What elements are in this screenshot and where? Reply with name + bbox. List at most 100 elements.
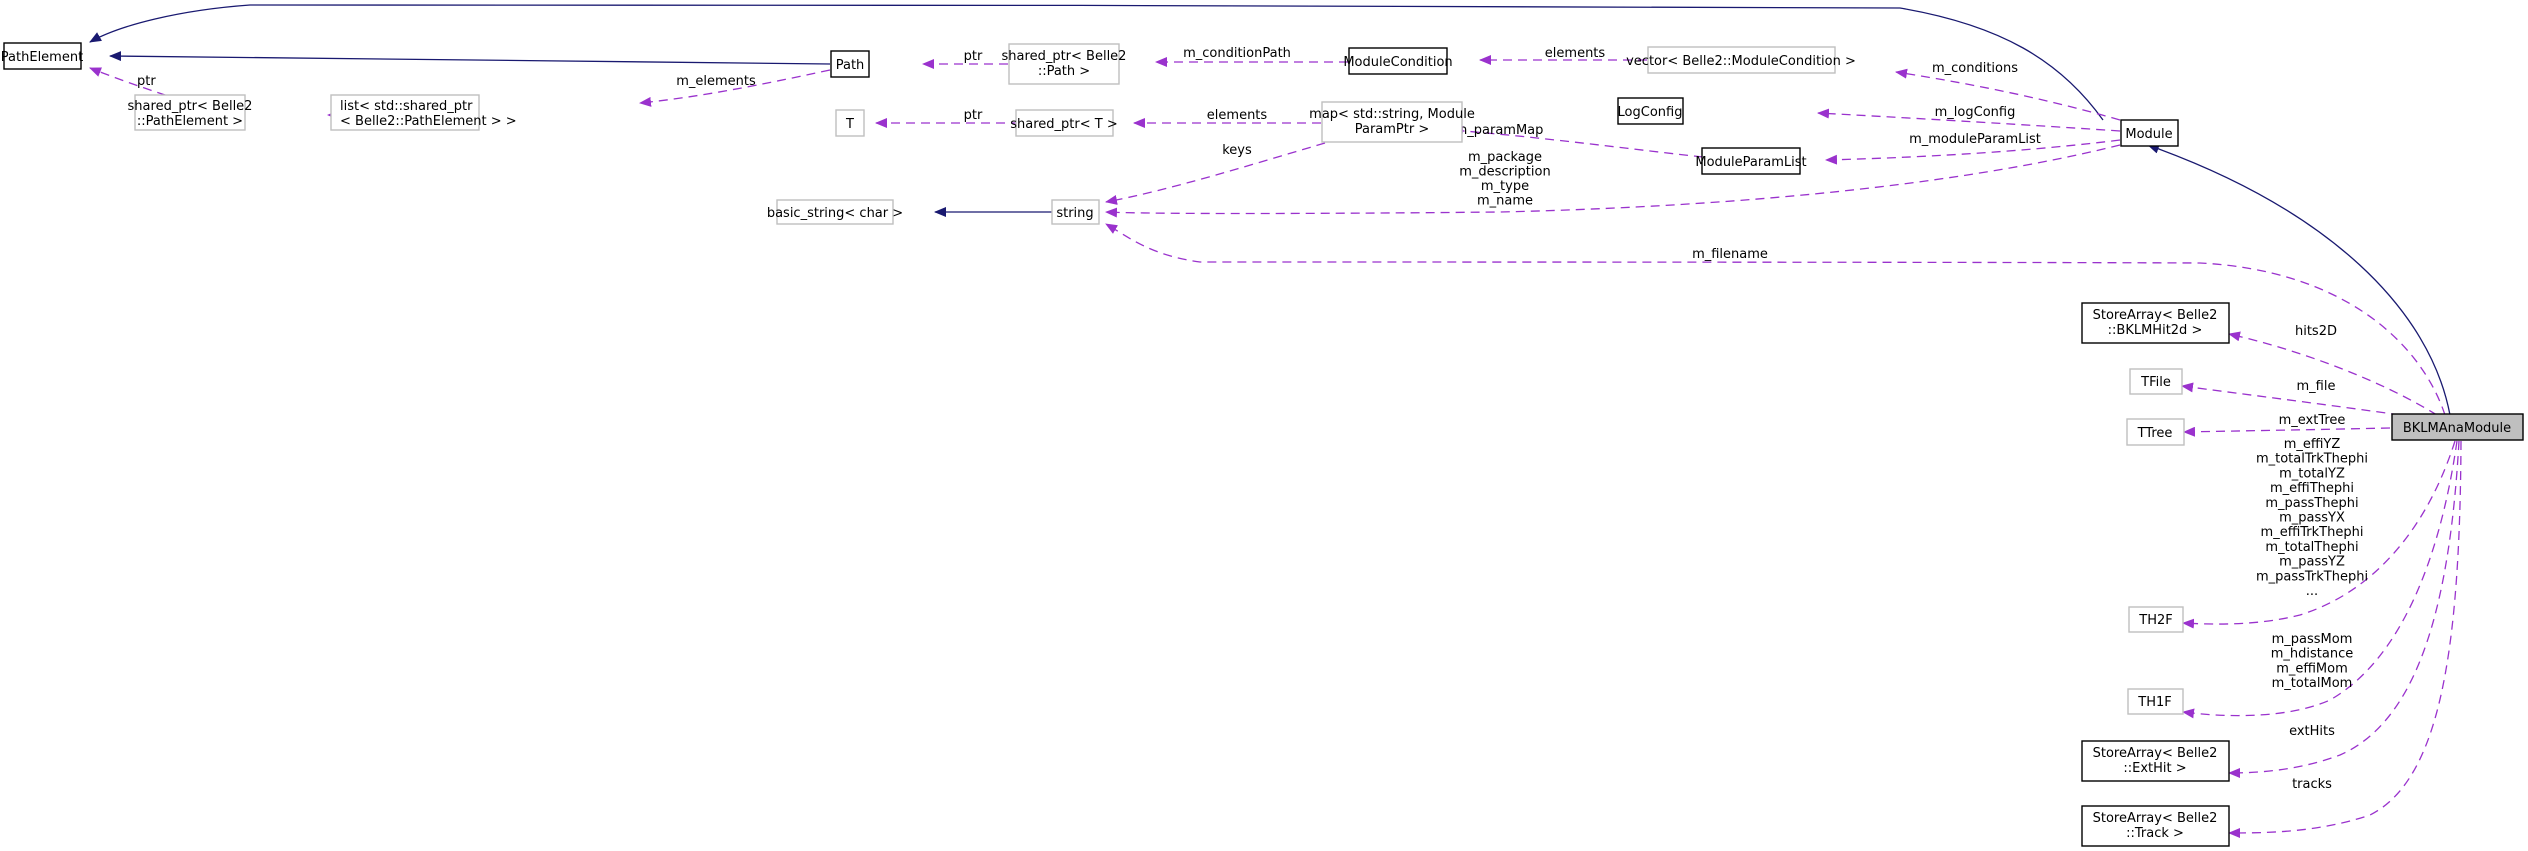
edge-sharedptr-pathelement-ptr <box>89 67 181 101</box>
text-line: m_elements <box>676 74 756 89</box>
text-line: m_effiYZ <box>2284 437 2341 452</box>
edge-label-keys: keys <box>1222 143 1252 158</box>
text-line: m_package <box>1468 150 1542 165</box>
edge-bklmanamodule-th2f <box>2182 440 2456 629</box>
text-line: extHits <box>2289 724 2335 739</box>
edge-bklmanamodule-hits2d <box>2228 331 2438 416</box>
text-line: m_conditionPath <box>1183 46 1291 61</box>
edge-label-ptr-pathelement: ptr <box>137 74 156 89</box>
node-t[interactable]: T <box>835 109 865 137</box>
text-line: shared_ptr< Belle2 <box>128 99 253 114</box>
text-line: m_passTrkThephi <box>2256 569 2368 584</box>
edge-bklmanamodule-inherits-module <box>2147 143 2451 416</box>
edge-label-exthits: extHits <box>2289 724 2335 739</box>
text-line: StoreArray< Belle2 <box>2093 746 2218 761</box>
edge-path-inherits-pathelement <box>109 51 831 65</box>
node-basic-string[interactable]: basic_string< char > <box>767 199 903 225</box>
text-line: TTree <box>2137 426 2173 441</box>
node-modulecondition[interactable]: ModuleCondition <box>1343 47 1453 75</box>
edge-label-m-file: m_file <box>2297 379 2336 394</box>
node-string[interactable]: string <box>1051 199 1100 225</box>
node-moduleparamlist[interactable]: ModuleParamList <box>1695 147 1807 175</box>
text-line: BKLMAnaModule <box>2403 421 2511 436</box>
text-line: m_filename <box>1692 247 1768 262</box>
text-line: m_description <box>1459 165 1550 180</box>
text-line: StoreArray< Belle2 <box>2093 811 2218 826</box>
edge-label-m-moduleparamlist: m_moduleParamList <box>1909 132 2041 147</box>
node-bklmanamodule[interactable]: BKLMAnaModule <box>2391 413 2524 441</box>
svg-text:T: T <box>845 117 854 132</box>
text-line: map< std::string, Module <box>1309 107 1475 122</box>
text-line: TFile <box>2140 375 2171 390</box>
text-line: m_effiThephi <box>2270 481 2354 496</box>
text-line: ptr <box>137 74 156 89</box>
node-storearray-track[interactable]: StoreArray< Belle2::Track > <box>2081 805 2230 847</box>
text-line: m_effiTrkThephi <box>2261 525 2364 540</box>
text-line: m_type <box>1481 179 1529 194</box>
svg-text:TFile: TFile <box>2140 375 2171 390</box>
text-line: ptr <box>964 108 983 123</box>
svg-text:PathElement: PathElement <box>1 50 83 65</box>
text-line: StoreArray< Belle2 <box>2093 308 2218 323</box>
node-ttree[interactable]: TTree <box>2126 418 2185 446</box>
edge-label-m-elements: m_elements <box>676 74 756 89</box>
edge-label-m-filename: m_filename <box>1692 247 1768 262</box>
text-line: hits2D <box>2295 324 2337 339</box>
node-tfile[interactable]: TFile <box>2129 368 2183 395</box>
node-th1f[interactable]: TH1F <box>2127 688 2184 715</box>
svg-text:string: string <box>1056 206 1093 221</box>
text-line: ModuleCondition <box>1343 55 1452 70</box>
edge-label-m-conditions: m_conditions <box>1932 61 2018 76</box>
text-line: ::Path > <box>1038 64 1090 79</box>
edge-map-keys <box>1105 142 1326 205</box>
node-module[interactable]: Module <box>2120 119 2179 147</box>
svg-text:TTree: TTree <box>2137 426 2173 441</box>
edge-label-hits2d: hits2D <box>2295 324 2337 339</box>
text-line: m_conditions <box>1932 61 2018 76</box>
text-line: m_moduleParamList <box>1909 132 2041 147</box>
svg-text:vector< Belle2::ModuleConditio: vector< Belle2::ModuleCondition > <box>1626 54 1856 69</box>
text-line: string <box>1056 206 1093 221</box>
edge-path-m-elements <box>639 69 831 107</box>
node-path[interactable]: Path <box>830 50 870 78</box>
node-shared-ptr-t[interactable]: shared_ptr< T > <box>1010 109 1118 137</box>
text-line: vector< Belle2::ModuleCondition > <box>1626 54 1856 69</box>
edge-module-inherits-pathelement <box>89 4 2104 121</box>
node-storearray-exthit[interactable]: StoreArray< Belle2::ExtHit > <box>2081 740 2230 782</box>
text-line: elements <box>1545 46 1606 61</box>
node-th2f[interactable]: TH2F <box>2128 606 2184 633</box>
edge-bklmanamodule-m-exttree <box>2183 426 2391 437</box>
edge-module-m-moduleparamlist <box>1825 139 2121 165</box>
text-line: m_name <box>1477 194 1533 209</box>
node-shared-ptr-path[interactable]: shared_ptr< Belle2::Path > <box>1002 43 1127 85</box>
node-vector-modulecondition[interactable]: vector< Belle2::ModuleCondition > <box>1626 46 1856 74</box>
edge-bklmanamodule-m-file <box>2181 382 2401 416</box>
node-storearray-bklmhit2d[interactable]: StoreArray< Belle2::BKLMHit2d > <box>2081 302 2230 344</box>
text-line: ... <box>2306 584 2318 599</box>
edge-label-m-logconfig: m_logConfig <box>1935 105 2016 120</box>
text-line: ::ExtHit > <box>2123 761 2186 776</box>
text-line: tracks <box>2292 777 2332 792</box>
svg-text:StoreArray< Belle2::Track >: StoreArray< Belle2::Track > <box>2093 811 2218 841</box>
edge-label-m-exttree: m_extTree <box>2279 413 2346 428</box>
text-line: m_passMom <box>2272 632 2353 647</box>
svg-text:shared_ptr< Belle2::PathElemen: shared_ptr< Belle2::PathElement > <box>128 99 253 129</box>
text-line: ptr <box>964 49 983 64</box>
text-line: m_passYZ <box>2279 555 2345 570</box>
node-logconfig[interactable]: LogConfig <box>1617 97 1684 125</box>
text-line: m_effiMom <box>2276 661 2348 676</box>
text-line: m_totalMom <box>2272 676 2353 691</box>
edge-moduleparamlist-m-parammap <box>1451 125 1704 158</box>
text-line: T <box>845 117 854 132</box>
svg-text:Module: Module <box>2125 127 2172 142</box>
node-shared-ptr-pathelement[interactable]: shared_ptr< Belle2::PathElement > <box>128 94 253 131</box>
text-line: shared_ptr< Belle2 <box>1002 49 1127 64</box>
node-list-shared-ptr[interactable]: list< std::shared_ptr< Belle2::PathEleme… <box>330 94 517 131</box>
text-line: ParamPtr > <box>1355 122 1430 137</box>
node-pathelement[interactable]: PathElement <box>1 42 83 70</box>
